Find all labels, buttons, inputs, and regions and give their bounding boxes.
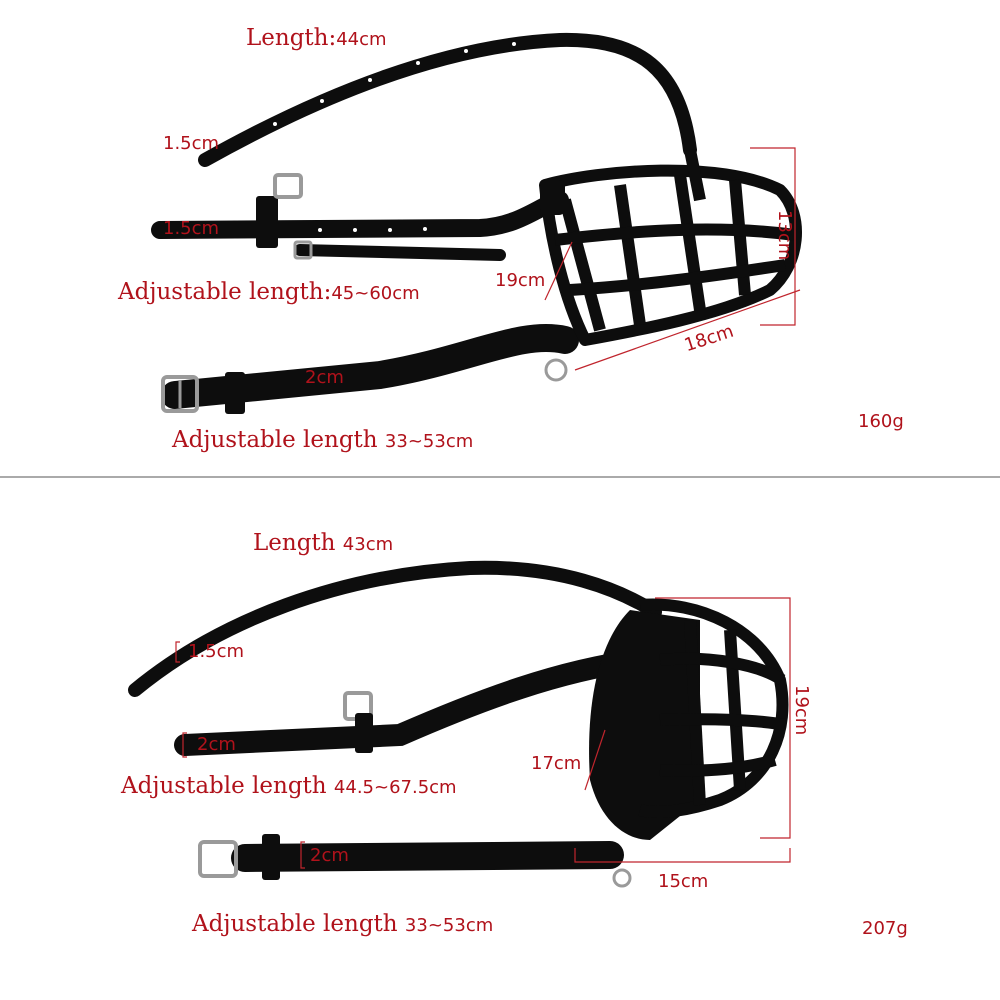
top-muzzle (151, 32, 802, 414)
bottom-weight: 207g (862, 918, 908, 939)
top-strap-width-upper: 1.5cm (163, 133, 220, 154)
bottom-cage-length: 15cm (658, 871, 709, 892)
top-cage-depth: 19cm (495, 270, 546, 291)
top-middle-strap (151, 191, 569, 239)
top-middle-buckle (256, 196, 278, 248)
bottom-length-label: Length 43cm (253, 530, 394, 556)
bottom-cage (589, 598, 789, 840)
top-lower-strap (161, 324, 579, 409)
top-cage-height: 13cm (774, 210, 795, 261)
top-lower-strap-width: 2cm (305, 367, 344, 388)
bottom-cage-depth: 17cm (531, 753, 582, 774)
top-weight: 160g (858, 411, 904, 432)
bottom-lower-strap-width: 2cm (310, 845, 349, 866)
bottom-middle-strap (174, 649, 651, 756)
top-lower-adjustable-length: Adjustable length 33~53cm (172, 427, 474, 453)
top-strap-width-middle: 1.5cm (163, 218, 220, 239)
bottom-head-strap (128, 560, 662, 697)
bottom-lower-buckle (198, 840, 238, 878)
top-head-strap (198, 32, 697, 167)
bottom-muzzle (128, 560, 791, 888)
bottom-lower-strap (231, 841, 624, 872)
bottom-lower-adjustable-length: Adjustable length 33~53cm (192, 911, 494, 937)
top-middle-strap-holes (318, 227, 427, 232)
bottom-adjustable-length: Adjustable length 44.5~67.5cm (121, 773, 457, 799)
top-dimension-lines (544, 147, 801, 371)
top-adjustable-length: Adjustable length:45~60cm (118, 279, 420, 305)
bottom-strap-width-upper: 1.5cm (188, 641, 245, 662)
bottom-dimension-lines (175, 597, 791, 869)
top-head-strap-holes (273, 42, 516, 126)
top-cage (539, 148, 802, 346)
top-lower-buckle (161, 375, 199, 413)
bottom-strap-width-middle: 2cm (197, 734, 236, 755)
bottom-cage-height: 19cm (791, 685, 812, 736)
top-length-label: Length:44cm (246, 25, 387, 51)
